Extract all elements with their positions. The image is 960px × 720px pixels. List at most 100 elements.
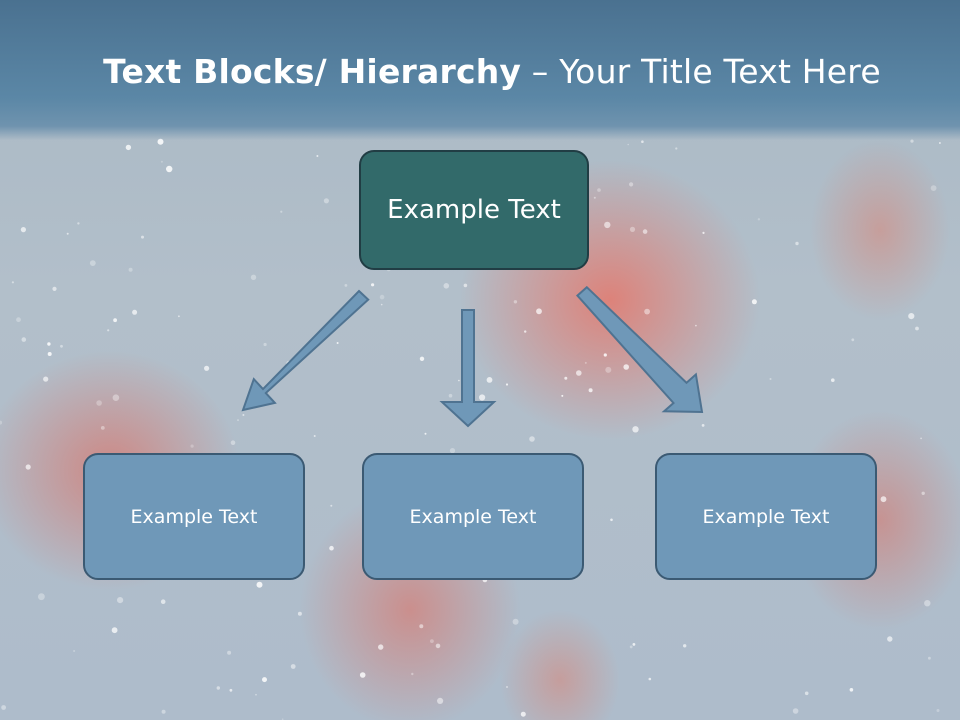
bokeh-dot	[632, 643, 636, 646]
child-box-right[interactable]: Example Text	[655, 453, 877, 580]
bokeh-dot	[908, 313, 915, 320]
bokeh-dot	[880, 496, 887, 503]
bokeh-dot	[769, 378, 772, 380]
arrow-left[interactable]	[241, 289, 370, 412]
bokeh-dot	[536, 308, 542, 315]
bokeh-dot	[588, 388, 593, 393]
bokeh-dot	[936, 709, 940, 712]
arrow-middle[interactable]	[439, 309, 497, 428]
bokeh-dot	[141, 235, 144, 239]
bokeh-dot	[1, 705, 6, 710]
bokeh-dot	[603, 353, 607, 357]
title-bold: Text Blocks/ Hierarchy	[103, 52, 522, 91]
bokeh-dot	[113, 318, 117, 323]
bokeh-dot	[229, 688, 233, 692]
bokeh-dot	[804, 691, 809, 696]
bokeh-dot	[419, 624, 424, 629]
bokeh-dot	[623, 364, 629, 370]
bokeh-dot	[928, 656, 931, 660]
bokeh-dot	[924, 600, 931, 607]
title-rest: Your Title Text Here	[559, 52, 881, 91]
bokeh-dot	[920, 437, 922, 440]
bokeh-dot	[250, 274, 257, 280]
bokeh-dot	[851, 338, 855, 342]
bokeh-dot	[111, 627, 118, 634]
bokeh-dot	[204, 365, 210, 371]
bokeh-dot	[486, 377, 493, 383]
bokeh-dot	[112, 394, 120, 402]
bokeh-dot	[576, 370, 582, 376]
bokeh-dot	[605, 366, 612, 373]
bokeh-dot	[564, 376, 568, 380]
bokeh-dot	[479, 394, 486, 401]
bokeh-dot	[795, 241, 799, 246]
bokeh-dot	[43, 376, 49, 382]
bokeh-dot	[938, 142, 941, 144]
bokeh-dot	[831, 378, 835, 383]
bokeh-dot	[513, 300, 518, 304]
bokeh-dot	[701, 424, 705, 427]
title-bar	[0, 0, 960, 140]
bokeh-dot	[529, 436, 535, 442]
bokeh-dot	[641, 140, 644, 143]
bokeh-dot	[642, 229, 648, 234]
child-box-middle[interactable]: Example Text	[362, 453, 584, 580]
bokeh-dot	[921, 491, 925, 495]
bokeh-dot	[561, 394, 564, 397]
bokeh-dot	[506, 686, 508, 688]
bokeh-dot	[411, 672, 414, 676]
bokeh-dot	[280, 210, 283, 213]
bokeh-dot	[751, 299, 757, 305]
bokeh-dot	[915, 326, 919, 331]
bokeh-dot	[237, 419, 239, 422]
bokeh-dot	[702, 231, 705, 234]
bokeh-dot	[242, 414, 245, 416]
arrow-right[interactable]	[575, 285, 704, 414]
bokeh-dot	[930, 185, 937, 192]
bokeh-dot	[96, 400, 102, 406]
top-level-box[interactable]: Example Text	[359, 150, 589, 270]
bokeh-dot	[629, 645, 633, 649]
bokeh-dot	[161, 709, 166, 714]
bokeh-dot	[379, 294, 385, 300]
child-box-left[interactable]: Example Text	[83, 453, 305, 580]
bokeh-dot	[505, 383, 509, 386]
bokeh-dot	[0, 420, 3, 425]
bokeh-dot	[117, 597, 124, 604]
bokeh-dot	[757, 218, 761, 221]
bokeh-dot	[125, 144, 132, 151]
child-box-label: Example Text	[702, 505, 830, 528]
bokeh-dot	[604, 221, 611, 229]
bokeh-dot	[160, 599, 166, 604]
slide-title[interactable]: Text Blocks/ Hierarchy – Your Title Text…	[0, 52, 960, 91]
bokeh-dot	[419, 356, 425, 361]
bokeh-dot	[520, 711, 526, 717]
bokeh-dot	[424, 432, 427, 435]
bokeh-dot	[178, 315, 180, 318]
bokeh-dot	[263, 342, 267, 347]
bokeh-dot	[52, 286, 57, 291]
bokeh-dot	[100, 426, 105, 430]
bokeh-dot	[230, 440, 236, 446]
bokeh-dot	[60, 344, 63, 348]
bokeh-dot	[89, 260, 96, 266]
bokeh-dot	[344, 284, 348, 287]
bokeh-dot	[227, 650, 232, 655]
bokeh-dot	[584, 361, 587, 364]
bokeh-dot	[190, 444, 194, 448]
bokeh-dot	[675, 147, 678, 150]
bokeh-dot	[458, 379, 460, 382]
bokeh-dot	[20, 227, 26, 233]
bokeh-dot	[593, 196, 596, 199]
bokeh-dot	[336, 342, 339, 344]
bokeh-dot	[21, 337, 27, 342]
bokeh-dot	[25, 464, 31, 470]
bokeh-dot	[262, 677, 267, 683]
bokeh-dot	[330, 504, 333, 507]
bokeh-dot	[524, 330, 527, 333]
bokeh-dot	[597, 188, 601, 192]
bokeh-dot	[107, 329, 110, 332]
bokeh-dot	[216, 686, 220, 690]
bokeh-dot	[11, 281, 14, 284]
bokeh-dot	[47, 342, 51, 346]
